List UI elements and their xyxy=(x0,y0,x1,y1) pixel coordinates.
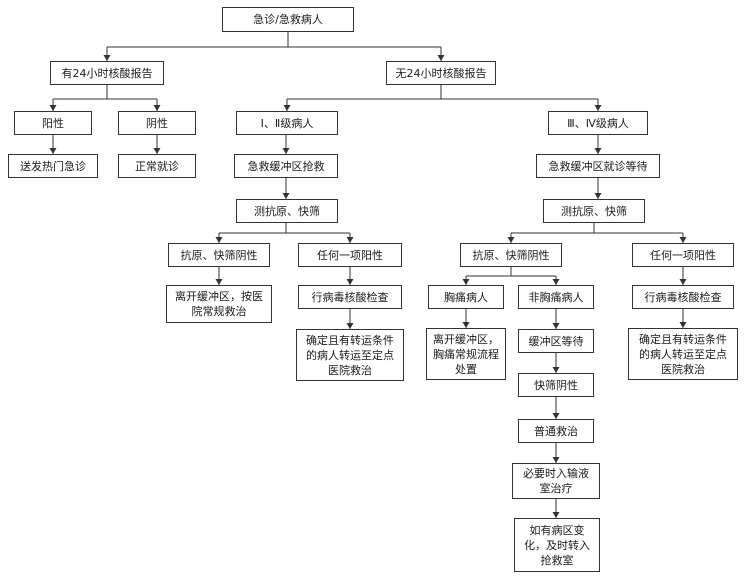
node-transfer-left: 确定且有转运条件 的病人转运至定点 医院救治 xyxy=(296,329,404,381)
node-positive-left: 任何一项阳性 xyxy=(298,243,402,267)
arrow-head-21 xyxy=(215,279,223,285)
node-negative-left: 抗原、快筛阴性 xyxy=(168,243,270,267)
arrow-head-25 xyxy=(594,193,602,199)
arrow-head-23 xyxy=(346,323,354,329)
arrow-head-15 xyxy=(282,148,290,154)
node-leave-chest: 离开缓冲区， 胸痛常规流程 处置 xyxy=(426,328,506,380)
node-icu-transfer: 如有病区变 化，及时转入 抢救室 xyxy=(514,518,600,572)
node-test-right: 测抗原、快筛 xyxy=(543,199,645,223)
node-wait-buffer: 急救缓冲区就诊等待 xyxy=(536,154,660,178)
node-quick-negative: 快筛阴性 xyxy=(518,373,594,397)
node-chest-pain: 胸痛病人 xyxy=(428,285,504,309)
arrow-head-12 xyxy=(594,105,602,111)
arrow-head-22 xyxy=(346,279,354,285)
node-negative-right: 抗原、快筛阴性 xyxy=(460,243,562,267)
arrow-head-8 xyxy=(153,105,161,111)
arrow-head-7 xyxy=(49,105,57,111)
node-grade-1-2: Ⅰ、Ⅱ级病人 xyxy=(236,111,338,135)
arrow-head-24 xyxy=(594,148,602,154)
node-rescue-buffer: 急救缓冲区抢救 xyxy=(234,154,338,178)
node-nat-check-right: 行病毒核酸检查 xyxy=(632,285,734,309)
arrow-head-39 xyxy=(552,512,560,518)
arrow-head-28 xyxy=(507,237,515,243)
node-transfer-right: 确定且有转运条件 的病人转运至定点 医院救治 xyxy=(628,328,738,380)
arrow-head-41 xyxy=(679,322,687,328)
node-general-treatment: 普通救治 xyxy=(518,419,594,443)
arrow-head-37 xyxy=(552,413,560,419)
node-infusion-room: 必要时入输液 室治疗 xyxy=(512,463,600,499)
node-buffer-wait: 缓冲区等待 xyxy=(518,329,594,353)
arrow-head-4 xyxy=(437,55,445,61)
node-root: 急诊/急救病人 xyxy=(222,7,354,32)
node-nat-check-left: 行病毒核酸检查 xyxy=(298,285,402,309)
node-test-left: 测抗原、快筛 xyxy=(236,199,338,223)
arrow-head-33 xyxy=(552,279,560,285)
node-non-chest-pain: 非胸痛病人 xyxy=(518,285,594,309)
arrow-head-16 xyxy=(282,193,290,199)
arrow-head-40 xyxy=(679,279,687,285)
node-fever-clinic: 送发热门急诊 xyxy=(8,154,98,178)
arrow-head-20 xyxy=(346,237,354,243)
arrow-head-3 xyxy=(103,55,111,61)
node-positive-right: 任何一项阳性 xyxy=(632,243,734,267)
node-negative: 阴性 xyxy=(118,111,196,135)
arrow-head-36 xyxy=(552,367,560,373)
node-leave-buffer-left: 离开缓冲区，按医 院常规救治 xyxy=(166,285,272,323)
arrow-head-32 xyxy=(462,279,470,285)
arrow-head-29 xyxy=(679,237,687,243)
arrow-head-13 xyxy=(49,148,57,154)
node-normal-visit: 正常就诊 xyxy=(118,154,196,178)
node-has-24h-report: 有24小时核酸报告 xyxy=(50,61,164,85)
arrow-head-11 xyxy=(283,105,291,111)
arrow-head-35 xyxy=(552,323,560,329)
arrow-head-14 xyxy=(153,148,161,154)
arrow-head-19 xyxy=(215,237,223,243)
node-grade-3-4: Ⅲ、Ⅳ级病人 xyxy=(548,111,648,135)
arrow-head-34 xyxy=(462,322,470,328)
node-no-24h-report: 无24小时核酸报告 xyxy=(386,61,496,85)
node-positive: 阳性 xyxy=(14,111,92,135)
arrow-head-38 xyxy=(552,457,560,463)
